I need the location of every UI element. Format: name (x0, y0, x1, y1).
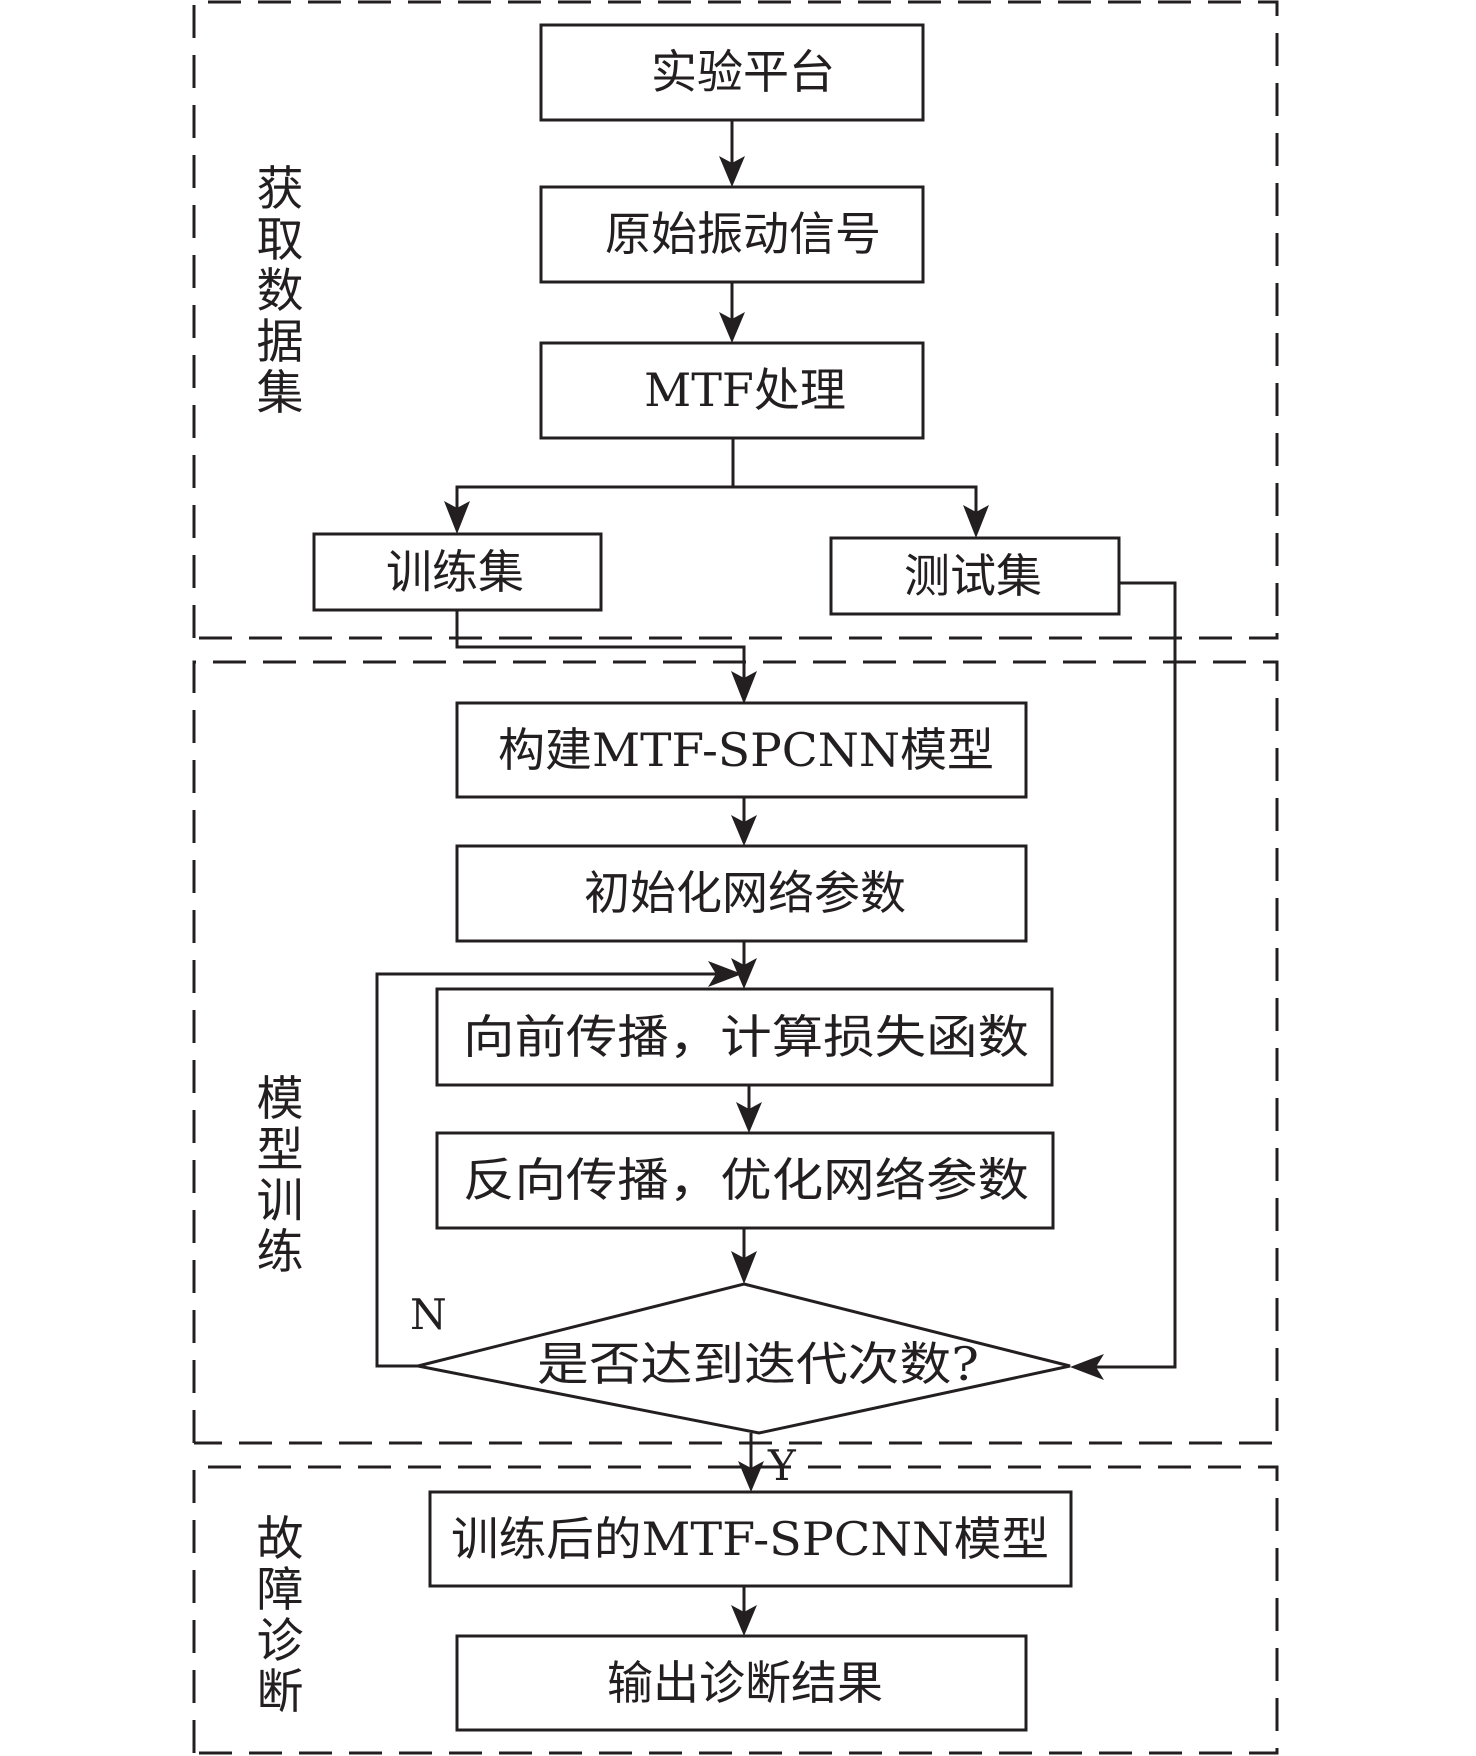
node-platform[interactable]: 实验平台 (539, 23, 925, 122)
section-labels: 获取数据集 模型训练 故障诊断 (257, 162, 304, 1720)
section-label-char: 诊 (257, 1614, 304, 1669)
node-label: 训练集 (386, 545, 524, 599)
arrowhead-icon (444, 501, 470, 534)
arrowhead-icon (1070, 1354, 1104, 1380)
section-label-train: 模型训练 (257, 1072, 304, 1280)
node-label: 实验平台 (651, 45, 835, 99)
section-label-char: 练 (257, 1225, 304, 1280)
section-border-data (192, 0, 1279, 640)
node-build-model[interactable]: 构建MTF-SPCNN模型 (455, 701, 1028, 799)
edge-split-test-set (733, 485, 978, 522)
arrowhead-icon (731, 815, 757, 846)
section-label-char: 故 (257, 1512, 304, 1567)
node-train-set[interactable]: 训练集 (312, 532, 603, 612)
node-label: 输出诊断结果 (607, 1656, 883, 1710)
node-label: 测试集 (904, 549, 1042, 603)
arrowhead-icon (731, 671, 757, 704)
arrowhead-icon (731, 958, 757, 989)
arrowhead-icon (719, 156, 745, 187)
arrowhead-icon (731, 1251, 757, 1284)
edge-train-set-build-model (455, 610, 746, 688)
branch-labels: N Y (410, 1290, 797, 1490)
node-trained-model[interactable]: 训练后的MTF-SPCNN模型 (428, 1490, 1073, 1588)
edge-split-train-set (455, 485, 733, 518)
node-label: 初始化网络参数 (584, 866, 906, 920)
arrowhead-icon (719, 312, 745, 343)
node-init-params[interactable]: 初始化网络参数 (455, 844, 1028, 943)
nodes: 实验平台 原始振动信号 MTF处理 训练集 测试集 构建MTF-SPCNN模型 … (312, 23, 1121, 1732)
section-label-diagnose: 故障诊断 (257, 1512, 304, 1720)
section-border-diagnose (192, 1465, 1279, 1755)
node-check-iter[interactable]: 是否达到迭代次数? (417, 1282, 1071, 1435)
arrowhead-icon (731, 1605, 757, 1636)
node-label: 向前传播，计算损失函数 (463, 1010, 1029, 1064)
section-border-train (192, 660, 1279, 1445)
edges (375, 120, 1177, 1636)
node-label: MTF处理 (644, 363, 846, 417)
node-mtf[interactable]: MTF处理 (539, 341, 925, 440)
edge-loop-no (375, 972, 724, 1368)
section-label-char: 模 (257, 1072, 304, 1127)
section-label-char: 断 (257, 1665, 304, 1720)
edge-test-set-check (1088, 581, 1177, 1369)
section-borders (192, 0, 1279, 1755)
section-label-data: 获取数据集 (257, 162, 304, 421)
node-label: 构建MTF-SPCNN模型 (498, 723, 994, 777)
node-output[interactable]: 输出诊断结果 (455, 1634, 1028, 1732)
node-backward[interactable]: 反向传播，优化网络参数 (435, 1131, 1055, 1230)
arrowhead-icon (963, 505, 989, 538)
arrowhead-icon (708, 961, 742, 987)
arrowhead-icon (738, 1461, 764, 1492)
node-label: 训练后的MTF-SPCNN模型 (451, 1512, 1049, 1566)
branch-label-yes: Y (767, 1441, 797, 1490)
branch-label-no: N (410, 1290, 447, 1339)
node-raw-signal[interactable]: 原始振动信号 (539, 185, 925, 284)
section-label-char: 据 (257, 315, 304, 370)
section-label-char: 型 (257, 1123, 304, 1178)
node-label: 原始振动信号 (605, 207, 881, 261)
section-label-char: 取 (257, 213, 304, 268)
node-test-set[interactable]: 测试集 (829, 536, 1121, 616)
section-label-char: 数 (257, 264, 304, 319)
arrowhead-icon (736, 1102, 762, 1133)
section-label-char: 获 (257, 162, 304, 217)
node-label: 是否达到迭代次数? (537, 1337, 979, 1391)
section-label-char: 训 (257, 1174, 304, 1229)
section-label-char: 集 (257, 366, 304, 421)
node-forward[interactable]: 向前传播，计算损失函数 (435, 987, 1054, 1087)
section-label-char: 障 (257, 1563, 304, 1618)
node-label: 反向传播，优化网络参数 (463, 1153, 1029, 1207)
